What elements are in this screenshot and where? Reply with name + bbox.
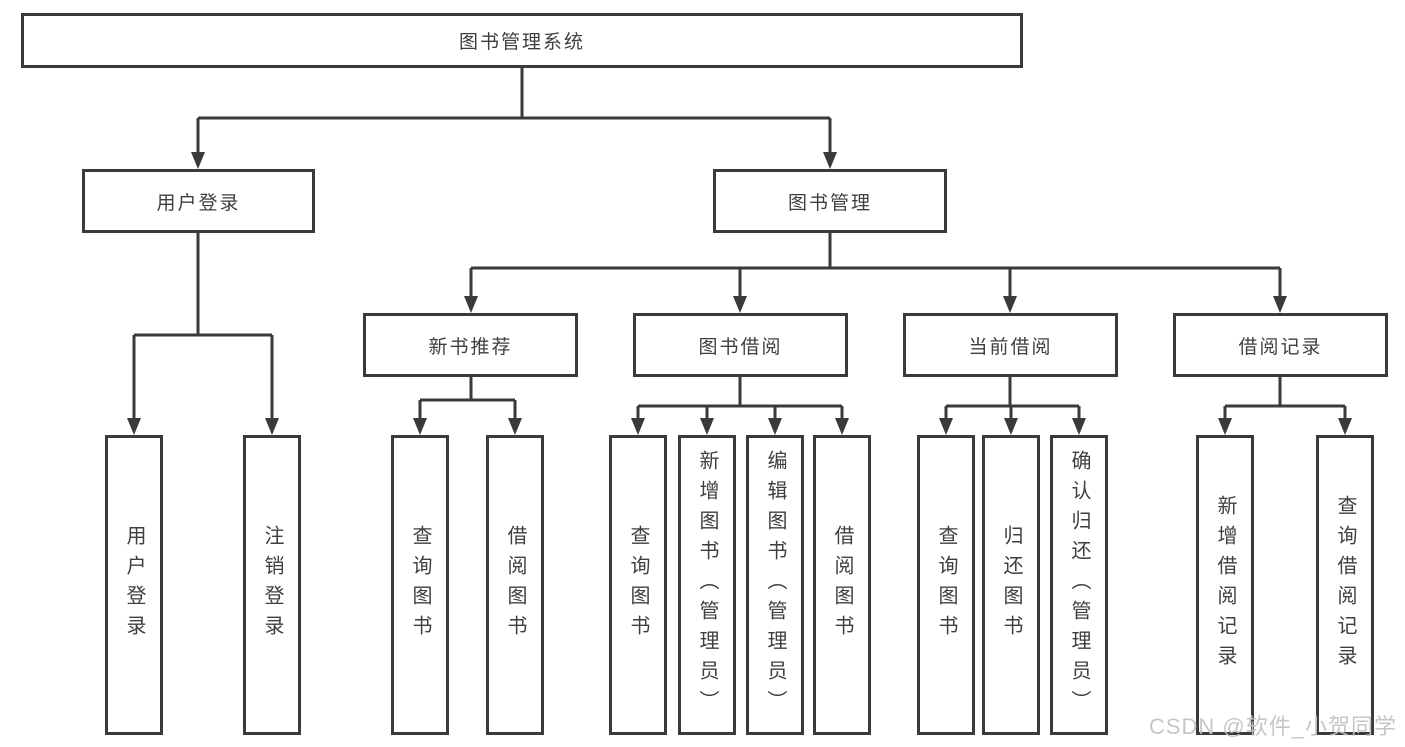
node-current-borrow-label: 当前借阅 — [968, 336, 1053, 358]
node-new-book-recommend-label: 新书推荐 — [428, 336, 513, 358]
leaf-records-add: 新增借阅记录 — [1196, 435, 1254, 735]
arrowhead — [1273, 296, 1287, 313]
leaf-current-confirm-admin-label: 确认归还（管理员） — [1068, 450, 1090, 720]
node-borrow-records: 借阅记录 — [1173, 313, 1388, 377]
arrowhead — [464, 296, 478, 313]
node-user-login-label: 用户登录 — [156, 192, 241, 214]
arrowheads — [127, 152, 1352, 435]
edge-userlogin-to-leaves — [132, 233, 274, 419]
arrowhead — [700, 418, 714, 435]
leaf-current-return-label: 归还图书 — [1000, 525, 1022, 645]
node-book-borrow: 图书借阅 — [633, 313, 848, 377]
arrowhead — [768, 418, 782, 435]
arrowhead — [631, 418, 645, 435]
leaf-bookborrow-add-admin: 新增图书（管理员） — [678, 435, 736, 735]
edge-bookborrow-to-leaves — [636, 377, 844, 419]
leaf-bookborrow-query-label: 查询图书 — [627, 525, 649, 645]
arrowhead — [1004, 418, 1018, 435]
leaf-bookborrow-add-admin-label: 新增图书（管理员） — [696, 450, 718, 720]
node-root-label: 图书管理系统 — [458, 32, 585, 53]
node-user-login: 用户登录 — [82, 169, 315, 233]
arrowhead — [835, 418, 849, 435]
node-book-borrow-label: 图书借阅 — [698, 336, 783, 358]
arrowhead — [413, 418, 427, 435]
leaf-logout: 注销登录 — [243, 435, 301, 735]
leaf-records-query-label: 查询借阅记录 — [1334, 495, 1356, 675]
node-new-book-recommend: 新书推荐 — [363, 313, 578, 377]
leaf-bookborrow-query: 查询图书 — [609, 435, 667, 735]
leaf-bookborrow-edit-admin-label: 编辑图书（管理员） — [764, 450, 786, 720]
edge-root-to-level2 — [196, 68, 832, 153]
arrowhead — [1338, 418, 1352, 435]
edge-currentborrow-to-leaves — [944, 377, 1081, 419]
leaf-current-confirm-admin: 确认归还（管理员） — [1050, 435, 1108, 735]
leaf-current-query-label: 查询图书 — [935, 525, 957, 645]
edge-newbooks-to-leaves — [418, 377, 517, 419]
node-borrow-records-label: 借阅记录 — [1238, 336, 1323, 358]
leaf-user-login: 用户登录 — [105, 435, 163, 735]
arrowhead — [823, 152, 837, 169]
node-book-management-label: 图书管理 — [787, 192, 872, 214]
leaf-user-login-label: 用户登录 — [123, 525, 145, 645]
arrowhead — [508, 418, 522, 435]
leaf-newbooks-query-label: 查询图书 — [409, 525, 431, 645]
leaf-newbooks-query: 查询图书 — [391, 435, 449, 735]
leaf-newbooks-borrow-label: 借阅图书 — [504, 525, 526, 645]
arrowhead — [1072, 418, 1086, 435]
arrowhead — [127, 418, 141, 435]
leaf-newbooks-borrow: 借阅图书 — [486, 435, 544, 735]
arrowhead — [939, 418, 953, 435]
arrowhead — [1218, 418, 1232, 435]
arrowhead — [733, 296, 747, 313]
node-current-borrow: 当前借阅 — [903, 313, 1118, 377]
arrowhead — [191, 152, 205, 169]
edge-bookmgmt-to-level3 — [469, 233, 1282, 297]
arrowhead — [265, 418, 279, 435]
leaf-records-query: 查询借阅记录 — [1316, 435, 1374, 735]
leaf-bookborrow-borrow: 借阅图书 — [813, 435, 871, 735]
edge-records-to-leaves — [1223, 377, 1347, 419]
leaf-bookborrow-edit-admin: 编辑图书（管理员） — [746, 435, 804, 735]
csdn-watermark: CSDN @软件_小贺同学 — [1148, 714, 1397, 739]
leaf-current-query: 查询图书 — [917, 435, 975, 735]
leaf-logout-label: 注销登录 — [261, 525, 283, 645]
leaf-records-add-label: 新增借阅记录 — [1214, 495, 1236, 675]
node-root-system: 图书管理系统 — [21, 13, 1023, 68]
leaf-current-return: 归还图书 — [982, 435, 1040, 735]
arrowhead — [1003, 296, 1017, 313]
node-book-management: 图书管理 — [713, 169, 947, 233]
leaf-bookborrow-borrow-label: 借阅图书 — [831, 525, 853, 645]
